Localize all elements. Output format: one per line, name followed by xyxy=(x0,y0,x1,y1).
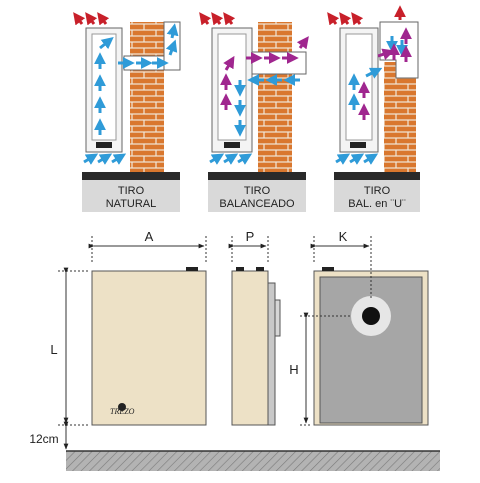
label-band xyxy=(208,180,306,212)
top-tab xyxy=(236,267,244,271)
dimension-label-clearance: 12cm xyxy=(29,432,58,446)
dimension-label-h: H xyxy=(289,362,298,377)
floor-base xyxy=(82,172,180,180)
dimension-label-k: K xyxy=(339,229,348,244)
floor-base xyxy=(334,172,420,180)
dimension-label-l: L xyxy=(50,342,57,357)
panel-label-line2: BALANCEADO xyxy=(219,198,295,210)
rear-view xyxy=(313,267,429,426)
wall-brick xyxy=(384,62,416,172)
exhaust-arrows xyxy=(73,12,110,26)
panel-label-line2: BAL. en ¨U¨ xyxy=(348,198,406,210)
exhaust-flow-arrows xyxy=(220,36,309,110)
heater-inner xyxy=(217,33,247,141)
airflow-arrows xyxy=(209,74,300,165)
panel-tiro-balanceado: TIRO BALANCEADO xyxy=(199,12,309,212)
panel-label-line1: TIRO xyxy=(244,185,271,197)
front-view: TREZO xyxy=(91,267,207,426)
burner xyxy=(96,142,112,148)
panel-label-line1: TIRO xyxy=(118,185,145,197)
airflow-arrows xyxy=(83,23,179,165)
dimension-label-p: P xyxy=(246,229,255,244)
label-band xyxy=(334,180,420,212)
flue-hole xyxy=(362,307,380,325)
side-flue-plate xyxy=(267,282,276,426)
panel-label-line1: TIRO xyxy=(364,185,391,197)
label-band xyxy=(82,180,180,212)
exhaust-flow-arrows xyxy=(358,27,412,120)
panel-label-line2: NATURAL xyxy=(106,198,157,210)
wall-brick xyxy=(258,22,292,172)
dimension-lines xyxy=(58,236,372,450)
side-flue-stub xyxy=(274,299,281,337)
dimension-label-a: A xyxy=(145,229,154,244)
heater-inner xyxy=(91,33,117,141)
floor xyxy=(66,450,440,471)
top-tab xyxy=(256,267,264,271)
exhaust-arrows xyxy=(327,5,406,26)
side-view xyxy=(231,267,281,426)
floor-hatch xyxy=(66,451,440,471)
brand-logo: TREZO xyxy=(110,407,135,416)
panel-tiro-bal-u: TIRO BAL. en ¨U¨ xyxy=(327,5,420,212)
heater-inner xyxy=(345,33,373,141)
brand-logo-dot xyxy=(118,403,126,411)
burner xyxy=(350,142,366,148)
floor-base xyxy=(208,172,306,180)
wall-brick xyxy=(130,22,164,172)
heater-side xyxy=(231,270,269,426)
exhaust-arrows xyxy=(199,12,236,26)
panel-tiro-natural: TIRO NATURAL xyxy=(73,12,181,212)
burner xyxy=(224,142,240,148)
heater-front xyxy=(91,270,207,426)
top-tab xyxy=(186,267,198,271)
flue-sleeve xyxy=(249,51,307,75)
top-tab xyxy=(322,267,334,271)
